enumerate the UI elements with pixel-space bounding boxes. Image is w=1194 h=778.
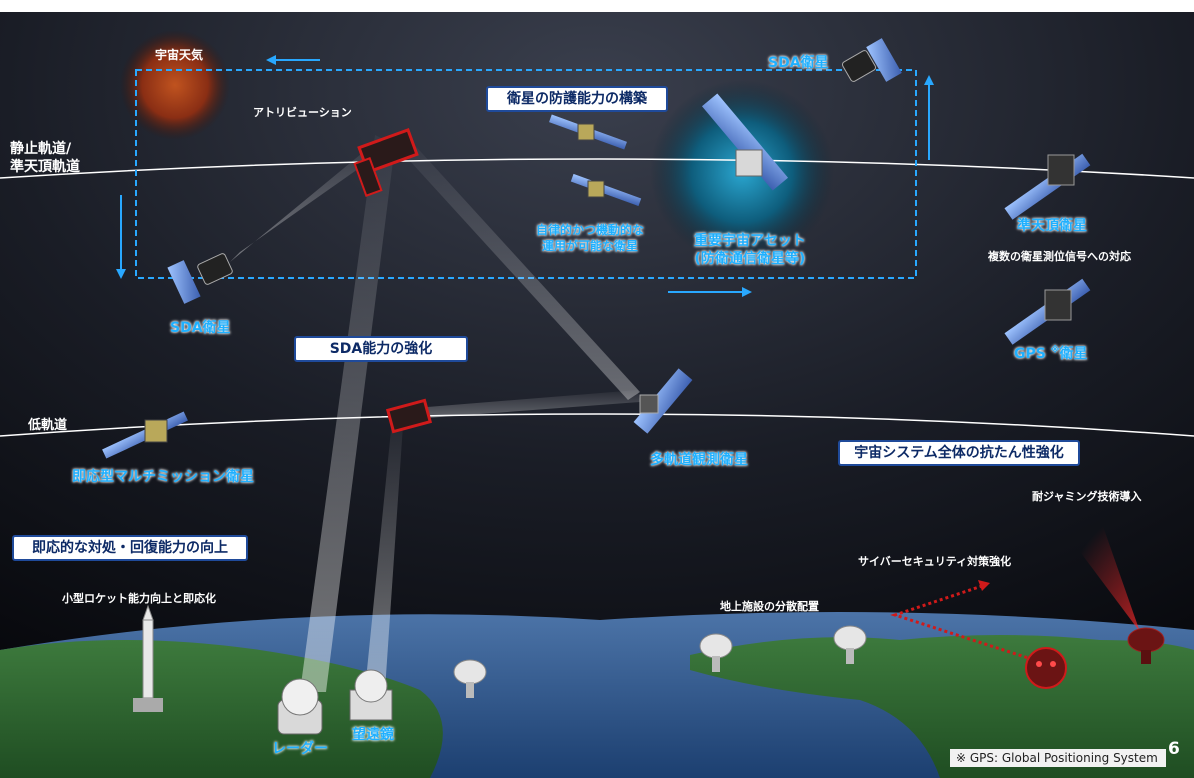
- anti-jamming-label: 耐ジャミング技術導入: [1032, 490, 1142, 503]
- key-asset-satellite: [701, 93, 789, 191]
- jammed-antenna: [1127, 627, 1165, 664]
- sda-satellite-left: [167, 253, 233, 304]
- autonomous-satellite-1: [549, 114, 627, 150]
- sda-satellite-left-label: SDA衛星: [170, 320, 231, 336]
- protection-dashed-box: [135, 69, 917, 279]
- sda-satellite-top: [841, 38, 902, 82]
- leo-orbit-label: 低軌道: [28, 418, 68, 433]
- autonomous-satellite-label: 自律的かつ機動的な 運用が可能な衛星: [536, 223, 645, 253]
- gps-label-suffix: 衛星: [1059, 346, 1088, 362]
- space-weather-sun: [120, 30, 230, 140]
- attribution-threat-satellite: [353, 127, 419, 197]
- gps-label-text: GPS: [1014, 346, 1046, 362]
- sda-capability-box: SDA能力の強化: [294, 336, 468, 362]
- top-bar: [0, 0, 1194, 12]
- multi-orbit-observation-satellite: [633, 368, 693, 434]
- ground-antenna-3: [833, 625, 867, 664]
- geo-orbit-label: 静止軌道/ 準天頂軌道: [10, 141, 80, 175]
- jamming-cone: [1060, 512, 1140, 632]
- telescope-building: [349, 669, 393, 721]
- ground-antenna-2: [699, 633, 733, 672]
- multi-orbit-satellite-label: 多軌道観測衛星: [650, 452, 748, 468]
- responsive-box: 即応的な対処・回復能力の向上: [12, 535, 248, 561]
- responsive-satellite-label: 即応型マルチミッション衛星: [72, 469, 254, 485]
- space-weather-label: 宇宙天気: [155, 48, 204, 62]
- cyber-label: サイバーセキュリティ対策強化: [858, 555, 1012, 568]
- space-diagram: [0, 12, 1194, 778]
- qzss-satellite: [1004, 153, 1091, 220]
- cyber-threat-icon: [1025, 647, 1067, 689]
- cyber-attack-path: [890, 583, 1051, 667]
- resilience-box: 宇宙システム全体の抗たん性強化: [838, 440, 1080, 466]
- qzss-label: 準天頂衛星: [1017, 218, 1087, 234]
- small-rocket-label: 小型ロケット能力向上と即応化: [62, 592, 216, 605]
- gps-satellite-label: GPS ※衛星: [1014, 343, 1087, 363]
- telescope-label: 望遠鏡: [352, 727, 394, 743]
- multi-signal-label: 複数の衛星測位信号への対応: [988, 250, 1131, 263]
- land-left: [0, 640, 443, 778]
- gps-footnote-mark: ※: [1050, 345, 1060, 356]
- autonomous-satellite-2: [570, 173, 642, 207]
- sda-satellite-top-label: SDA衛星: [768, 55, 829, 71]
- flow-arrows: [116, 55, 934, 297]
- rocket: [133, 604, 163, 712]
- responsive-multimission-satellite: [102, 411, 188, 459]
- page-number: 6: [1168, 739, 1180, 759]
- ground-dispersal-label: 地上施設の分散配置: [720, 600, 819, 613]
- key-asset-label: 重要宇宙アセット (防衛通信衛星等): [694, 233, 806, 267]
- gps-footnote: ※ GPS: Global Positioning System: [950, 749, 1166, 767]
- leo-threat-satellite: [385, 398, 433, 434]
- ground-antenna-1: [453, 659, 487, 698]
- geo-orbit-line: [0, 158, 1194, 179]
- attribution-label: アトリビューション: [253, 106, 352, 119]
- gps-satellite: [1004, 278, 1091, 345]
- radar-label: レーダー: [272, 741, 328, 757]
- land-right: [690, 635, 1194, 778]
- radar-dome: [277, 678, 323, 735]
- protection-box: 衛星の防護能力の構築: [486, 86, 668, 112]
